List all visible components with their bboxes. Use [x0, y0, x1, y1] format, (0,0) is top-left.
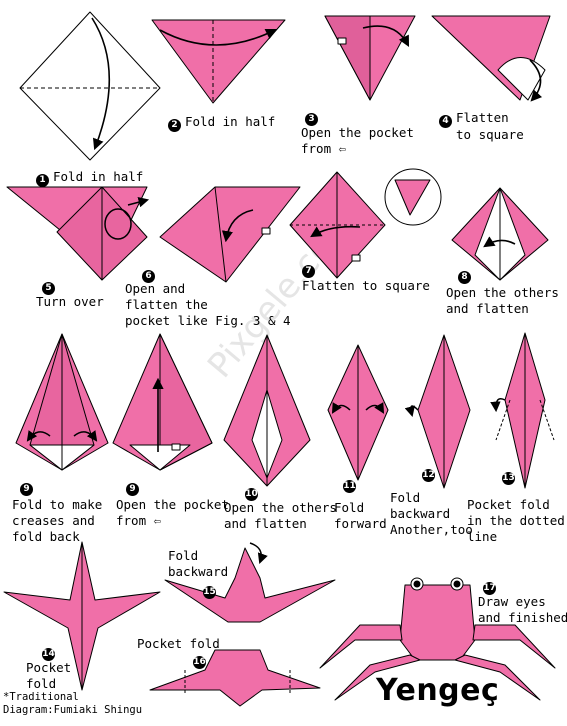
step5-number: 5 [42, 277, 59, 295]
diagram-title: Yengeç [376, 673, 500, 708]
step12-number: 12 [422, 469, 435, 482]
step12-text-1: Fold [390, 490, 421, 505]
step1-figure [19, 11, 161, 161]
step12-text-3: Another,too [390, 522, 473, 537]
step9a-number: 9 [20, 478, 37, 496]
step9a-text-3: fold back [12, 529, 80, 544]
step17-figure [319, 577, 556, 701]
step14-text-2: fold [26, 676, 57, 691]
step16-text: Pocket fold [137, 636, 220, 651]
step8-number: 8 [458, 266, 475, 284]
step3-number: 3 [305, 108, 322, 126]
step9b-text-1: Open the pocket [116, 497, 229, 512]
step13-text-2: in the dotted [467, 513, 565, 528]
step13-text-3: line [467, 529, 498, 544]
step5-text: Turn over [36, 294, 104, 309]
step17-text-1: Draw eyes [478, 594, 546, 609]
step3-text-2: from ⇦ [301, 141, 347, 156]
step13-number: 13 [502, 472, 515, 485]
step9b-text-2: from ⇦ [116, 513, 162, 528]
step8-figure [451, 187, 549, 281]
step9a-text-2: creases and [12, 513, 95, 528]
step10-text-2: and flatten [224, 516, 307, 531]
step3-text-1: Open the pocket [301, 125, 414, 140]
step11-figure [327, 344, 389, 481]
step11-number: 11 [343, 480, 356, 493]
step11-text-1: Fold [334, 500, 365, 515]
step13-figure [490, 332, 555, 489]
step7-number: 7 [302, 260, 319, 278]
step15-number: 15 [203, 586, 216, 599]
step7-text: Flatten to square [302, 278, 430, 293]
step8-text-2: and flatten [446, 301, 529, 316]
step4-figure [431, 15, 551, 102]
step3-figure [324, 15, 416, 101]
step17-text-2: and finished [478, 610, 567, 625]
step9a-text-1: Fold to make [12, 497, 103, 512]
step13-text-1: Pocket fold [467, 497, 550, 512]
step9b-number: 9 [126, 478, 143, 496]
step6-text-1: Open and [125, 281, 186, 296]
step16-number: 16 [193, 656, 206, 669]
step10-figure [223, 334, 311, 487]
step6-number: 6 [142, 265, 159, 283]
step6-text-3: pocket like Fig. 3 & 4 [125, 313, 291, 328]
credit: *Traditional Diagram:Fumiaki Shingu [3, 691, 142, 717]
credit-line-1: *Traditional [3, 691, 79, 703]
step9a-figure [15, 333, 109, 471]
step9b-figure [112, 333, 213, 471]
step2-figure [151, 19, 286, 104]
step5-figure [6, 186, 150, 281]
step10-text-1: Open the others [224, 500, 337, 515]
credit-line-2: Diagram:Fumiaki Shingu [3, 704, 143, 716]
step10-number: 10 [245, 488, 258, 501]
step15-text-2: backward [168, 564, 229, 579]
step7-figure [289, 168, 442, 279]
step6-text-2: flatten the [125, 297, 208, 312]
step8-text-1: Open the others [446, 285, 559, 300]
step12-figure [404, 334, 471, 489]
step14-figure [3, 541, 161, 691]
step11-text-2: forward [334, 516, 387, 531]
step16-figure [149, 649, 321, 707]
step14-text-1: Pocket [26, 660, 72, 675]
step15-figure [164, 542, 336, 623]
step4-label-2: to square [456, 127, 524, 142]
step17-number: 17 [483, 582, 496, 595]
step12-text-2: backward [390, 506, 451, 521]
step15-text-1: Fold [168, 548, 199, 563]
step6-figure [159, 186, 301, 283]
step14-number: 14 [42, 648, 55, 661]
